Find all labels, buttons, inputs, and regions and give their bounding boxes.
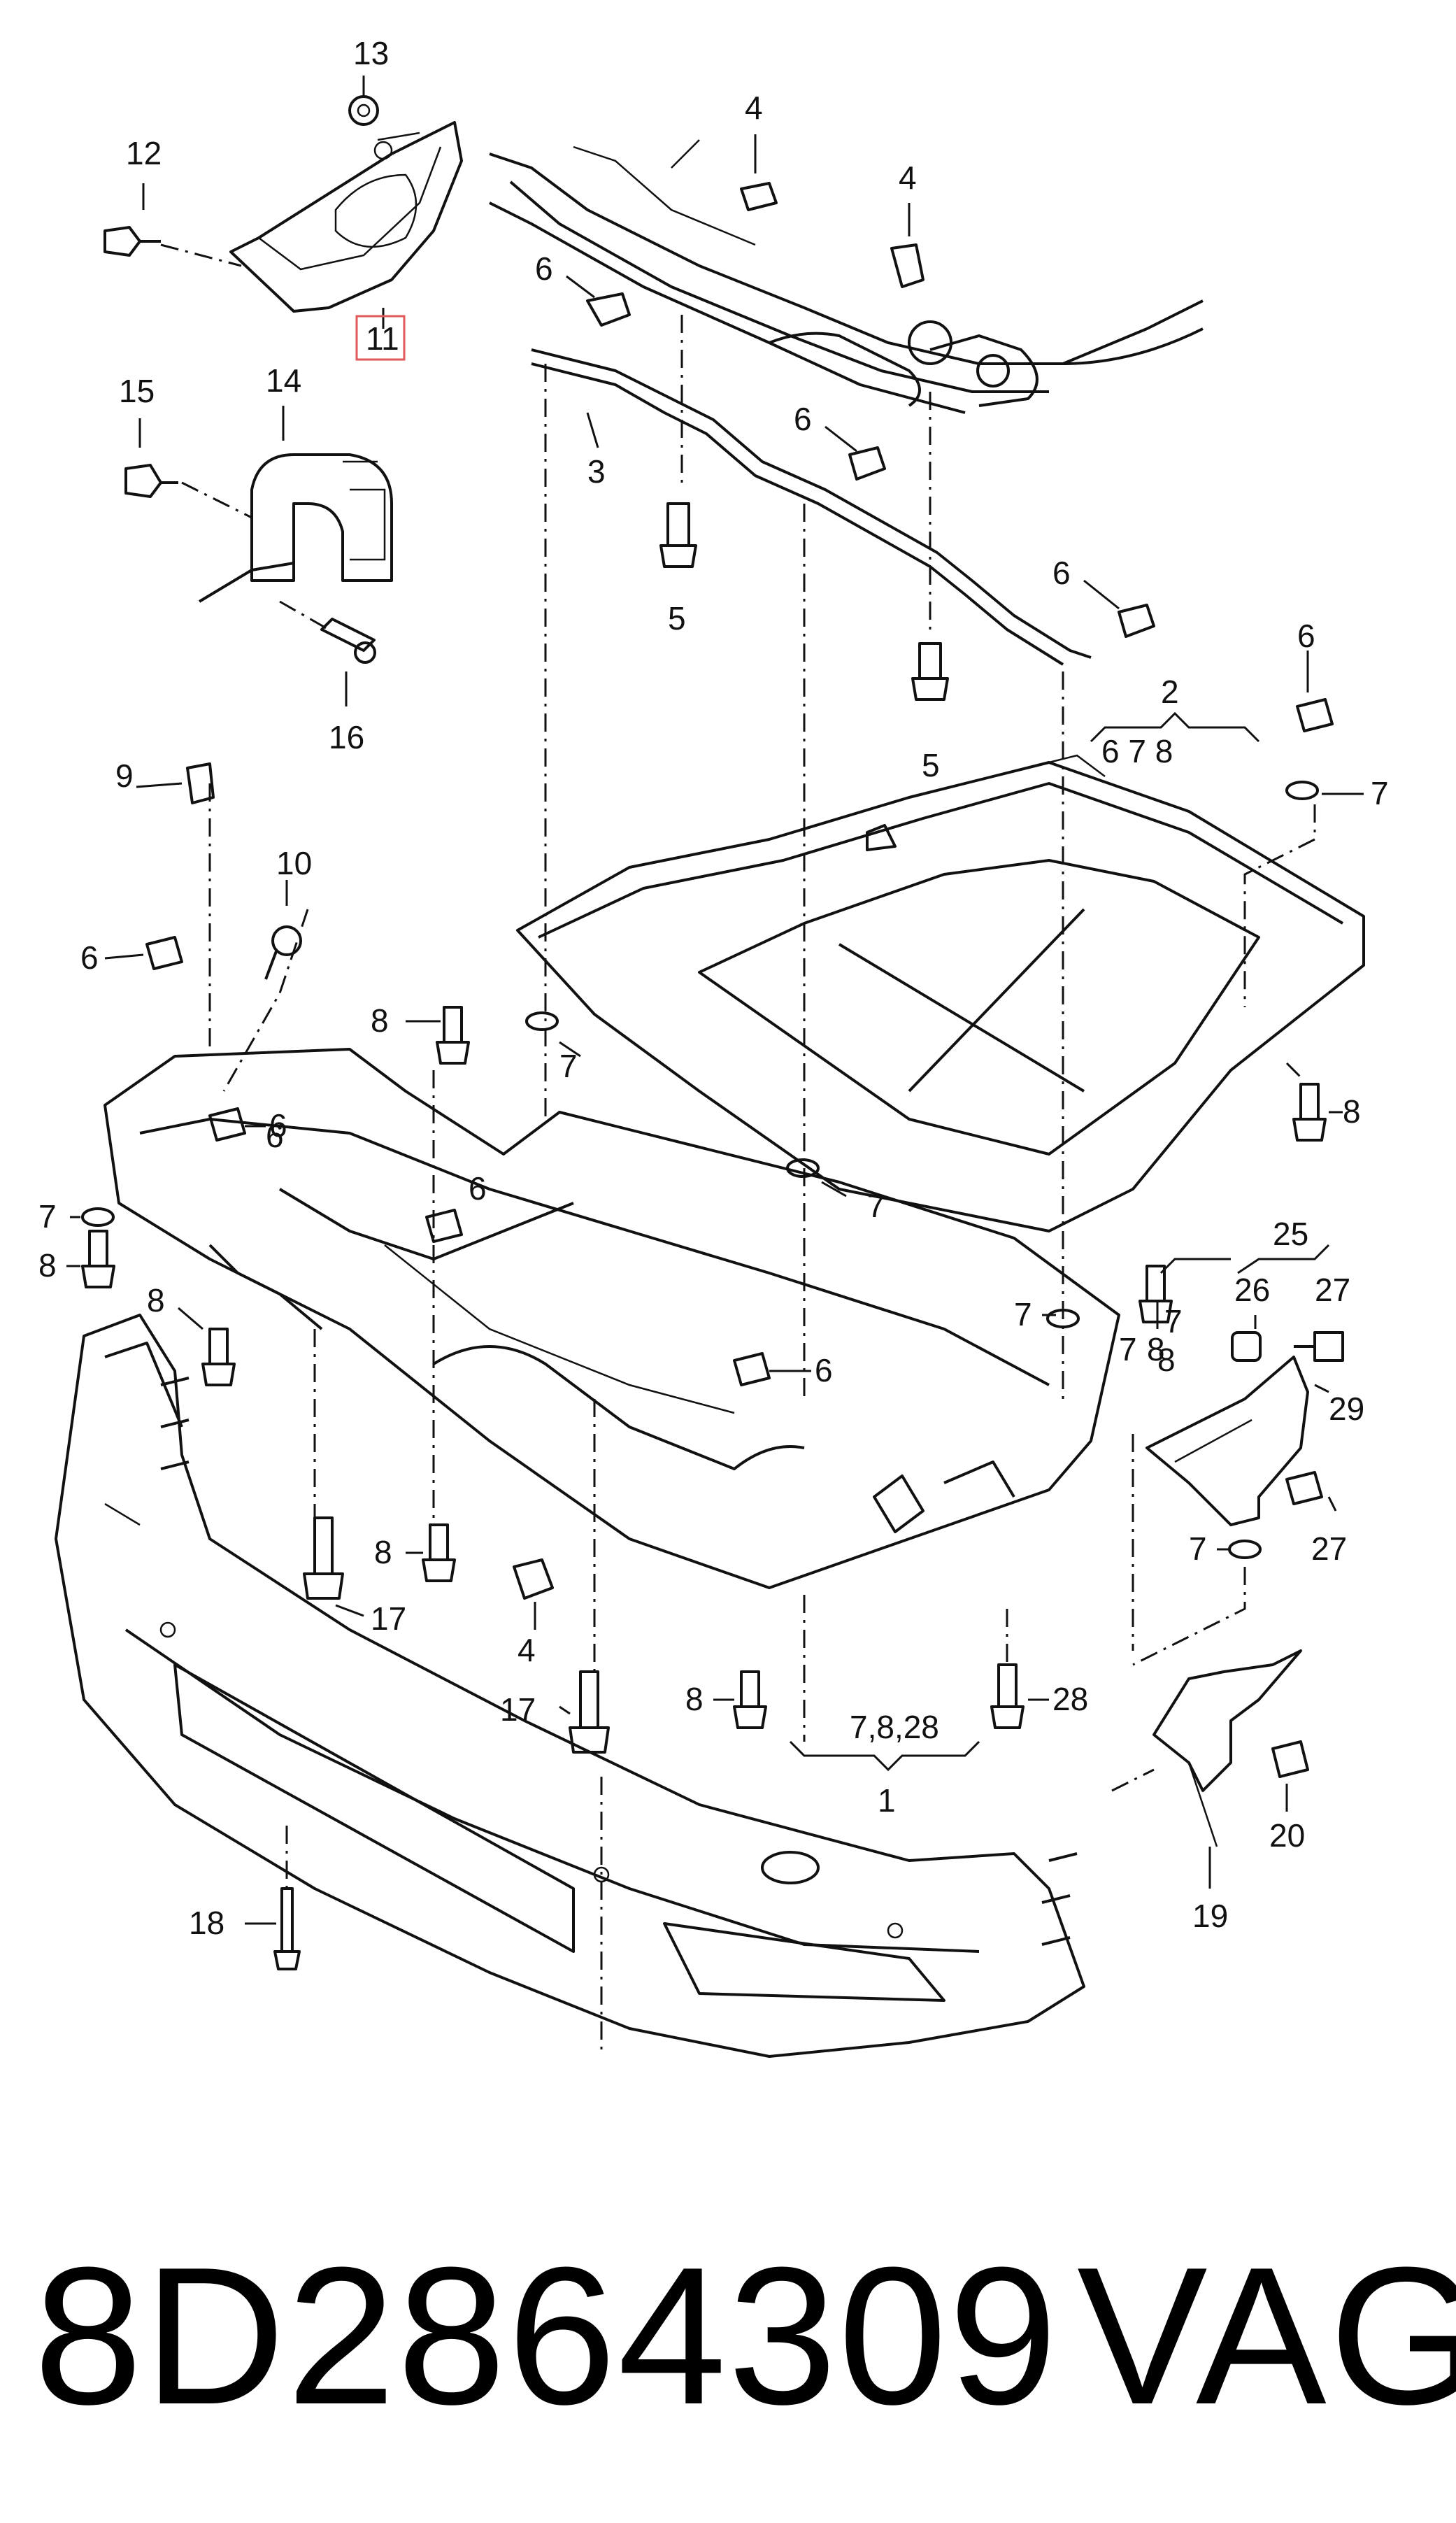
callout-3: 3 <box>587 453 606 490</box>
callout-8g: 8 <box>685 1681 704 1717</box>
part-16-bolt <box>320 618 376 664</box>
callout-17b: 17 <box>500 1691 536 1728</box>
part-15-pin <box>124 464 178 498</box>
part-7-washer-1 <box>1285 781 1319 800</box>
part-6-nut-1 <box>586 292 631 327</box>
part-29-bolt <box>1294 1331 1344 1362</box>
callout-16: 16 <box>329 719 364 755</box>
callout-7e: 7 <box>1014 1296 1032 1332</box>
callout-group-1: 7,8,28 <box>850 1709 939 1745</box>
callout-28: 28 <box>1052 1681 1088 1717</box>
callout-26: 26 <box>1234 1272 1270 1308</box>
callout-13: 13 <box>353 35 389 71</box>
part-12-clip <box>104 226 161 257</box>
callout-4c: 4 <box>518 1632 536 1668</box>
callout-8f: 8 <box>374 1534 392 1570</box>
callout-29: 29 <box>1329 1391 1364 1427</box>
part-1-underbody-panel <box>104 1048 1120 1589</box>
callout-6i: 6 <box>266 1118 284 1154</box>
callout-5a: 5 <box>668 600 686 637</box>
part-4-clip-a <box>740 182 778 211</box>
callout-8c: 8 <box>38 1247 57 1284</box>
callout-10: 10 <box>276 845 312 881</box>
callout-6c: 6 <box>1052 555 1071 591</box>
part-26-grommet <box>1231 1331 1262 1362</box>
part-5-bolt-1 <box>659 502 697 568</box>
part-9-clip <box>186 762 215 804</box>
part-25-bracket <box>1145 1356 1309 1526</box>
callout-18: 18 <box>189 1905 224 1941</box>
callout-25: 25 <box>1273 1216 1308 1252</box>
callout-8b: 8 <box>1343 1093 1361 1130</box>
part-5-bolt-2 <box>911 642 949 701</box>
bumper-cover <box>55 1314 1085 2058</box>
part-27-nut <box>1285 1471 1323 1505</box>
callout-7g: 7 <box>1119 1331 1137 1367</box>
callout-11: 11 <box>366 320 399 357</box>
callout-19: 19 <box>1192 1898 1228 1934</box>
part-7-washers <box>81 1011 1080 1328</box>
part-2-tray <box>516 754 1365 1232</box>
part-4-clip-c <box>513 1558 554 1600</box>
callout-6b: 6 <box>794 401 812 437</box>
part-number: 8D2864309 <box>34 2227 1059 2445</box>
callout-7d: 7 <box>38 1198 57 1235</box>
part-4-clip-b <box>890 243 925 288</box>
callout-group-2: 6 7 8 <box>1101 733 1173 769</box>
part-6-nut-3 <box>1118 604 1155 638</box>
parts-diagram: 13 12 11 15 14 16 4 4 6 3 6 5 6 5 2 6 7 … <box>38 35 1389 2058</box>
callout-14: 14 <box>266 362 301 399</box>
callout-8d: 8 <box>147 1282 165 1319</box>
part-20-clip <box>1271 1740 1309 1778</box>
callout-5b: 5 <box>922 747 940 783</box>
callout-6g: 6 <box>469 1170 487 1207</box>
part-6-nut-4 <box>1296 698 1334 732</box>
part-3-strip <box>531 348 1092 666</box>
part-11-shield <box>229 121 463 313</box>
callout-7a: 7 <box>1371 775 1389 811</box>
callout-7b: 7 <box>559 1048 578 1084</box>
part-18-screw <box>273 1887 301 1970</box>
part-6-nut-7 <box>425 1209 463 1243</box>
callout-6e: 6 <box>80 939 99 976</box>
callout-8h: 8 <box>1157 1342 1176 1378</box>
part-7-washer-2 <box>1228 1540 1262 1559</box>
brand-label: VAG <box>1077 2227 1456 2445</box>
highlight-box-11 <box>355 315 406 361</box>
callout-7f: 7 <box>1189 1530 1207 1567</box>
callout-1: 1 <box>878 1782 896 1819</box>
callout-6h: 6 <box>815 1352 833 1388</box>
part-8-bolt-1 <box>1292 1083 1327 1142</box>
callout-6f: 6 <box>269 1107 287 1144</box>
subframe <box>489 139 1204 414</box>
callout-20: 20 <box>1269 1817 1305 1854</box>
part-8-bolts <box>81 1006 1173 1729</box>
callout-27b: 27 <box>1311 1530 1347 1567</box>
callout-12: 12 <box>126 135 162 171</box>
part-10-plug <box>264 925 302 980</box>
part-6-nut-5 <box>145 936 183 970</box>
part-6-nut-8 <box>733 1352 771 1386</box>
callout-15: 15 <box>119 373 155 409</box>
callout-4a: 4 <box>745 90 763 126</box>
part-13-nut <box>348 95 379 126</box>
part-17-bolts <box>303 1516 610 1754</box>
callout-9: 9 <box>115 758 134 794</box>
callout-27a: 27 <box>1315 1272 1350 1308</box>
callout-6d: 6 <box>1297 618 1315 654</box>
callout-2: 2 <box>1161 674 1179 710</box>
callout-8a: 8 <box>371 1002 389 1039</box>
callout-6a: 6 <box>535 250 553 287</box>
callout-4b: 4 <box>899 159 917 196</box>
callout-7c: 7 <box>867 1188 885 1224</box>
part-19-bracket <box>1152 1649 1302 1847</box>
callout-7h: 7 <box>1164 1303 1183 1339</box>
part-6-nut-6 <box>208 1107 246 1142</box>
callout-8e: 8 <box>1147 1331 1165 1367</box>
part-28-bolt <box>990 1663 1025 1729</box>
part-6-nut-2 <box>848 446 886 481</box>
part-14-bracket <box>198 453 393 603</box>
callout-17a: 17 <box>371 1600 406 1637</box>
